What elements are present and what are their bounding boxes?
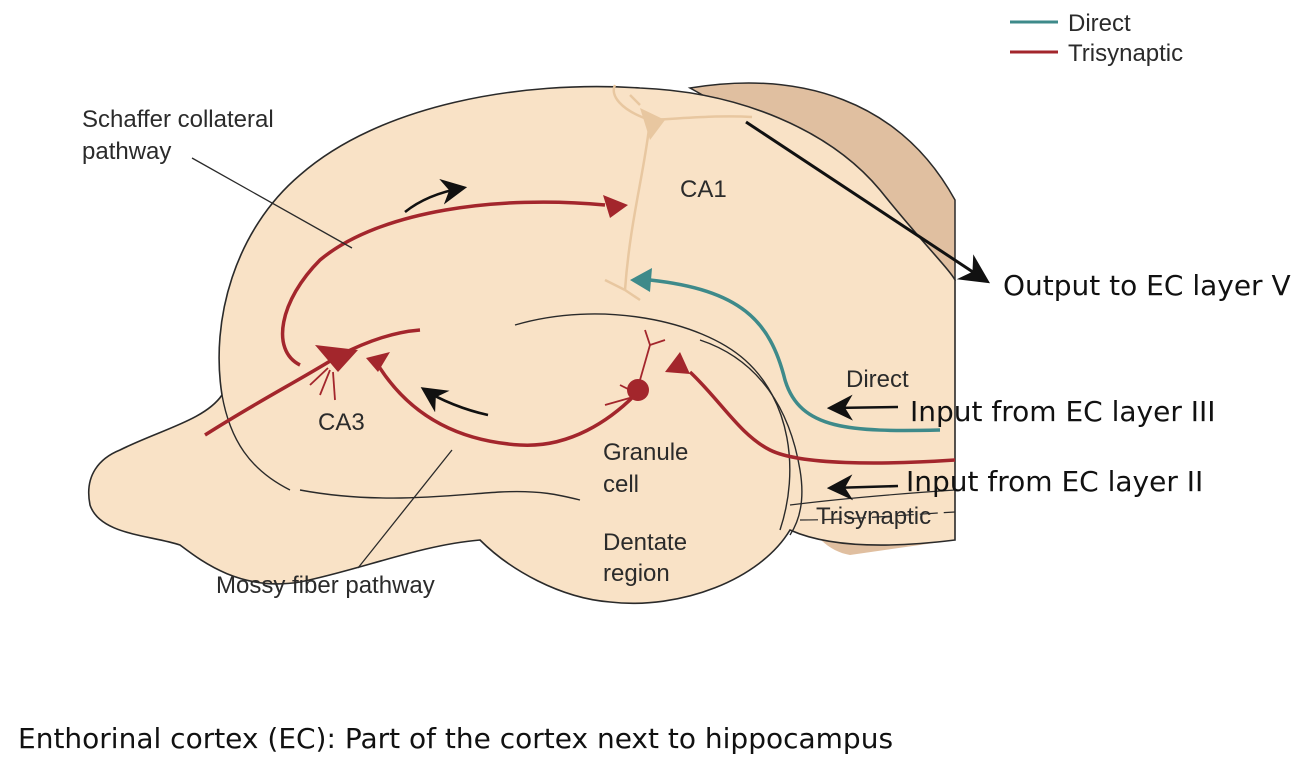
ca3-neuron-soma [315,345,358,372]
schaffer-label-line1: Schaffer collateral [82,106,274,133]
mossy-leader-line [357,449,453,569]
flow-arrow-schaffer [404,178,468,214]
legend-label-direct: Direct [1068,10,1131,37]
dentate-inner-outline [699,339,803,536]
mossy-fiber-label: Mossy fiber pathway [216,572,435,599]
perforant-path-trisynaptic [688,370,956,465]
mossy-fiber-axon [376,364,637,447]
hippocampal-tissue [87,85,956,605]
output-ec-v-label: Output to EC layer V [1003,269,1291,302]
mossy-fiber-terminal [366,352,390,372]
direct-pathway-axon [649,278,941,433]
dentate-label-line2: region [603,560,670,587]
tissue-fold-line [221,394,291,491]
flow-arrow-trisynaptic-input [826,474,899,501]
input-ec-iii-label: Input from EC layer III [910,395,1216,428]
flow-arrow-direct-input [826,394,899,421]
flow-arrow-mossy [420,387,489,417]
ca1-synapse-terminal [603,195,628,218]
tissue-fold-line [299,489,581,501]
legend-label-trisynaptic: Trisynaptic [1068,40,1183,67]
input-ec-ii-label: Input from EC layer II [906,465,1203,498]
tissue-edge-line [799,511,956,521]
tissue-edge-line [789,489,956,506]
ca3-dendrites [309,367,336,401]
legend: Direct Trisynaptic [1010,10,1183,67]
schaffer-leader-line [191,157,353,249]
dentate-outline [514,313,791,531]
flow-arrow-output [745,120,991,284]
direct-synapse-terminal [630,268,652,292]
dentate-synapse-terminal [665,352,690,374]
ca1-label: CA1 [680,176,727,203]
dentate-label-line1: Dentate [603,529,687,556]
granule-label-line2: cell [603,471,639,498]
trisynaptic-label: Trisynaptic [816,503,931,530]
granule-cell-soma [627,379,649,401]
schaffer-label-line2: pathway [82,138,171,165]
ca3-label: CA3 [318,409,365,436]
caption: Enthorinal cortex (EC): Part of the cort… [18,722,894,755]
ca1-neuron-soma [640,108,665,140]
schaffer-collateral-axon [280,200,606,367]
granule-label-line1: Granule [603,439,688,466]
direct-label: Direct [846,366,909,393]
